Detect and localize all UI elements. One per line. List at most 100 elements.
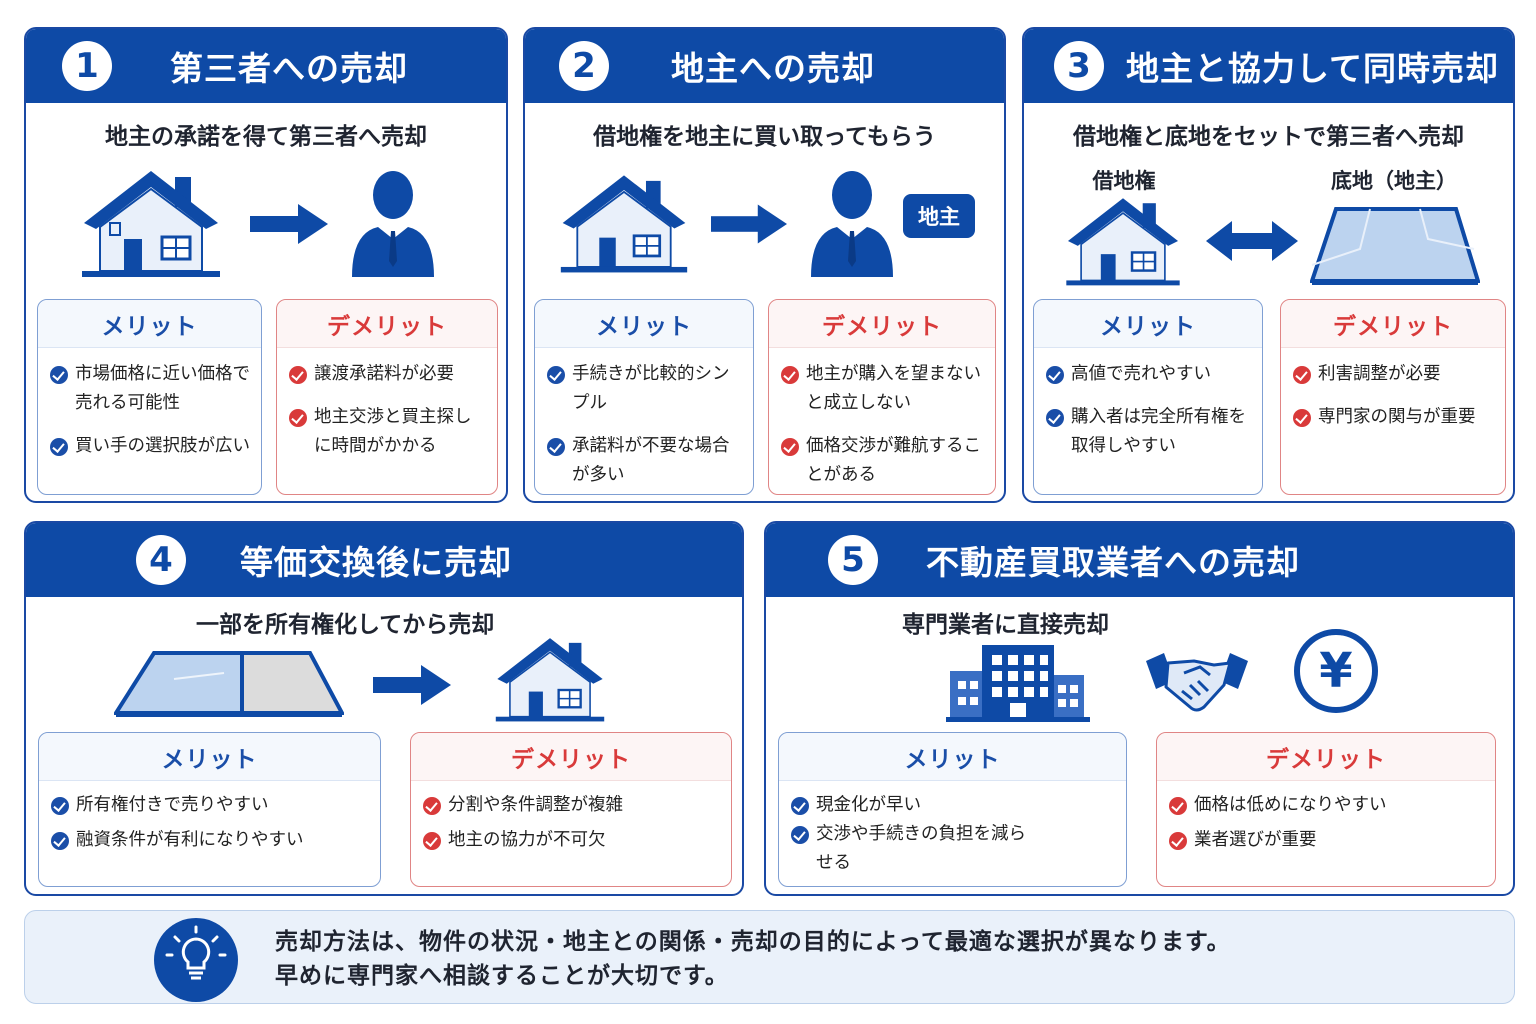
step-number: 5 <box>828 535 878 585</box>
arrow-right-icon <box>250 204 328 244</box>
card-title: 等価交換後に売却 <box>240 543 512 582</box>
house-icon <box>495 638 605 722</box>
lightbulb-icon <box>154 918 238 1002</box>
card-header: 5 不動産買取業者への売却 <box>766 523 1513 597</box>
merit-box: メリット 手続きが比較的シンプル 承諾料が不要な場合が多い <box>534 299 754 495</box>
double-arrow-icon <box>1206 221 1298 261</box>
merit-title: メリット <box>779 733 1126 781</box>
check-icon <box>1046 366 1064 384</box>
card-subtitle: 借地権と底地をセットで第三者へ売却 <box>1073 124 1464 150</box>
check-icon <box>1169 832 1187 850</box>
merit-box: メリット 所有権付きで売りやすい 融資条件が有利になりやすい <box>38 732 381 887</box>
demerit-box: デメリット 価格は低めになりやすい 業者選びが重要 <box>1156 732 1496 887</box>
demerit-box: デメリット 分割や条件調整が複雑 地主の協力が不可欠 <box>410 732 732 887</box>
check-icon <box>50 438 68 456</box>
card-title: 地主と協力して同時売却 <box>1126 49 1500 88</box>
check-icon <box>423 797 441 815</box>
check-icon <box>781 366 799 384</box>
list-item: 所有権付きで売りやすい <box>51 791 370 820</box>
merit-title: メリット <box>535 300 753 348</box>
card-subtitle: 一部を所有権化してから売却 <box>196 612 495 638</box>
demerit-title: デメリット <box>769 300 995 348</box>
list-item: 価格は低めになりやすい <box>1169 791 1485 820</box>
list-item: 地主の協力が不可欠 <box>423 826 721 855</box>
check-icon <box>1293 409 1311 427</box>
leasehold-label: 借地権 <box>1092 169 1156 193</box>
demerit-title: デメリット <box>411 733 731 781</box>
demerit-box: デメリット 利害調整が必要 専門家の関与が重要 <box>1280 299 1506 495</box>
demerit-title: デメリット <box>1157 733 1495 781</box>
merit-title: メリット <box>38 300 261 348</box>
building-icon <box>946 645 1090 722</box>
landowner-tag: 地主 <box>903 194 975 238</box>
list-item: 地主交渉と買主探しに時間がかかる <box>289 403 487 461</box>
list-item: 購入者は完全所有権を取得しやすい <box>1046 403 1252 461</box>
check-icon <box>51 832 69 850</box>
house-icon <box>1066 198 1180 286</box>
demerit-title: デメリット <box>277 300 497 348</box>
list-item: 融資条件が有利になりやすい <box>51 826 370 855</box>
check-icon <box>791 826 809 844</box>
step-number: 3 <box>1054 41 1104 91</box>
list-item: 分割や条件調整が複雑 <box>423 791 721 820</box>
list-item: 手続きが比較的シンプル <box>547 360 743 418</box>
advice-text: 売却方法は、物件の状況・地主との関係・売却の目的によって最適な選択が異なります。… <box>275 925 1231 993</box>
yen-coin-icon: ¥ <box>1294 629 1378 713</box>
advice-note: 売却方法は、物件の状況・地主との関係・売却の目的によって最適な選択が異なります。… <box>24 910 1515 1004</box>
list-item: 高値で売れやすい <box>1046 360 1252 389</box>
method-card-1: 1 第三者への売却 地主の承諾を得て第三者へ売却 メリット 市場価格に近い価格で… <box>24 27 508 503</box>
person-icon <box>352 171 434 277</box>
merit-title: メリット <box>39 733 380 781</box>
land-label: 底地（地主） <box>1331 169 1457 193</box>
merit-box: メリット 現金化が早い 交渉や手続きの負担を減らせる <box>778 732 1127 887</box>
card-subtitle: 地主の承諾を得て第三者へ売却 <box>105 124 427 150</box>
house-icon <box>82 171 220 277</box>
method-card-5: 5 不動産買取業者への売却 専門業者に直接売却 ¥ メリット 現金化が早い <box>764 521 1515 896</box>
check-icon <box>781 438 799 456</box>
check-icon <box>1169 797 1187 815</box>
card-title: 地主への売却 <box>671 49 875 88</box>
list-item: 市場価格に近い価格で売れる可能性 <box>50 360 251 418</box>
step-number: 2 <box>559 41 609 91</box>
arrow-right-icon <box>373 665 451 705</box>
merit-box: メリット 市場価格に近い価格で売れる可能性 買い手の選択肢が広い <box>37 299 262 495</box>
list-item: 譲渡承諾料が必要 <box>289 360 487 389</box>
check-icon <box>289 409 307 427</box>
method-card-2: 2 地主への売却 借地権を地主に買い取ってもらう 地主 メリット 手続きが比較的… <box>523 27 1006 503</box>
card-header: 2 地主への売却 <box>525 29 1004 103</box>
list-item: 現金化が早い <box>791 791 1116 820</box>
list-item: 交渉や手続きの負担を減らせる <box>791 820 1031 878</box>
landowner-person-icon <box>811 171 893 277</box>
list-item: 業者選びが重要 <box>1169 826 1485 855</box>
card-title: 不動産買取業者への売却 <box>926 543 1300 582</box>
card-header: 4 等価交換後に売却 <box>26 523 742 597</box>
demerit-title: デメリット <box>1281 300 1505 348</box>
list-item: 価格交渉が難航することがある <box>781 432 985 490</box>
yen-symbol: ¥ <box>1319 643 1353 699</box>
check-icon <box>289 366 307 384</box>
check-icon <box>547 366 565 384</box>
card-title: 第三者への売却 <box>170 49 408 88</box>
step-number: 1 <box>62 41 112 91</box>
list-item: 承諾料が不要な場合が多い <box>547 432 743 490</box>
card-header: 3 地主と協力して同時売却 <box>1024 29 1513 103</box>
check-icon <box>547 438 565 456</box>
merit-title: メリット <box>1034 300 1262 348</box>
method-card-3: 3 地主と協力して同時売却 借地権と底地をセットで第三者へ売却 借地権 底地（地… <box>1022 27 1515 503</box>
list-item: 利害調整が必要 <box>1293 360 1495 389</box>
demerit-box: デメリット 譲渡承諾料が必要 地主交渉と買主探しに時間がかかる <box>276 299 498 495</box>
method-card-4: 4 等価交換後に売却 一部を所有権化してから売却 メリット 所有権付きで売りやす… <box>24 521 744 896</box>
advice-line-2: 早めに専門家へ相談することが大切です。 <box>275 963 729 989</box>
list-item: 地主が購入を望まないと成立しない <box>781 360 985 418</box>
arrow-right-icon <box>711 204 787 244</box>
list-item: 買い手の選択肢が広い <box>50 432 251 461</box>
advice-line-1: 売却方法は、物件の状況・地主との関係・売却の目的によって最適な選択が異なります。 <box>275 929 1231 955</box>
list-item: 専門家の関与が重要 <box>1293 403 1495 432</box>
handshake-icon <box>1146 653 1248 712</box>
check-icon <box>423 832 441 850</box>
card-subtitle: 専門業者に直接売却 <box>902 612 1109 638</box>
house-icon <box>560 175 688 273</box>
step-number: 4 <box>136 535 186 585</box>
land-plot-icon <box>1310 207 1480 285</box>
demerit-box: デメリット 地主が購入を望まないと成立しない 価格交渉が難航することがある <box>768 299 996 495</box>
